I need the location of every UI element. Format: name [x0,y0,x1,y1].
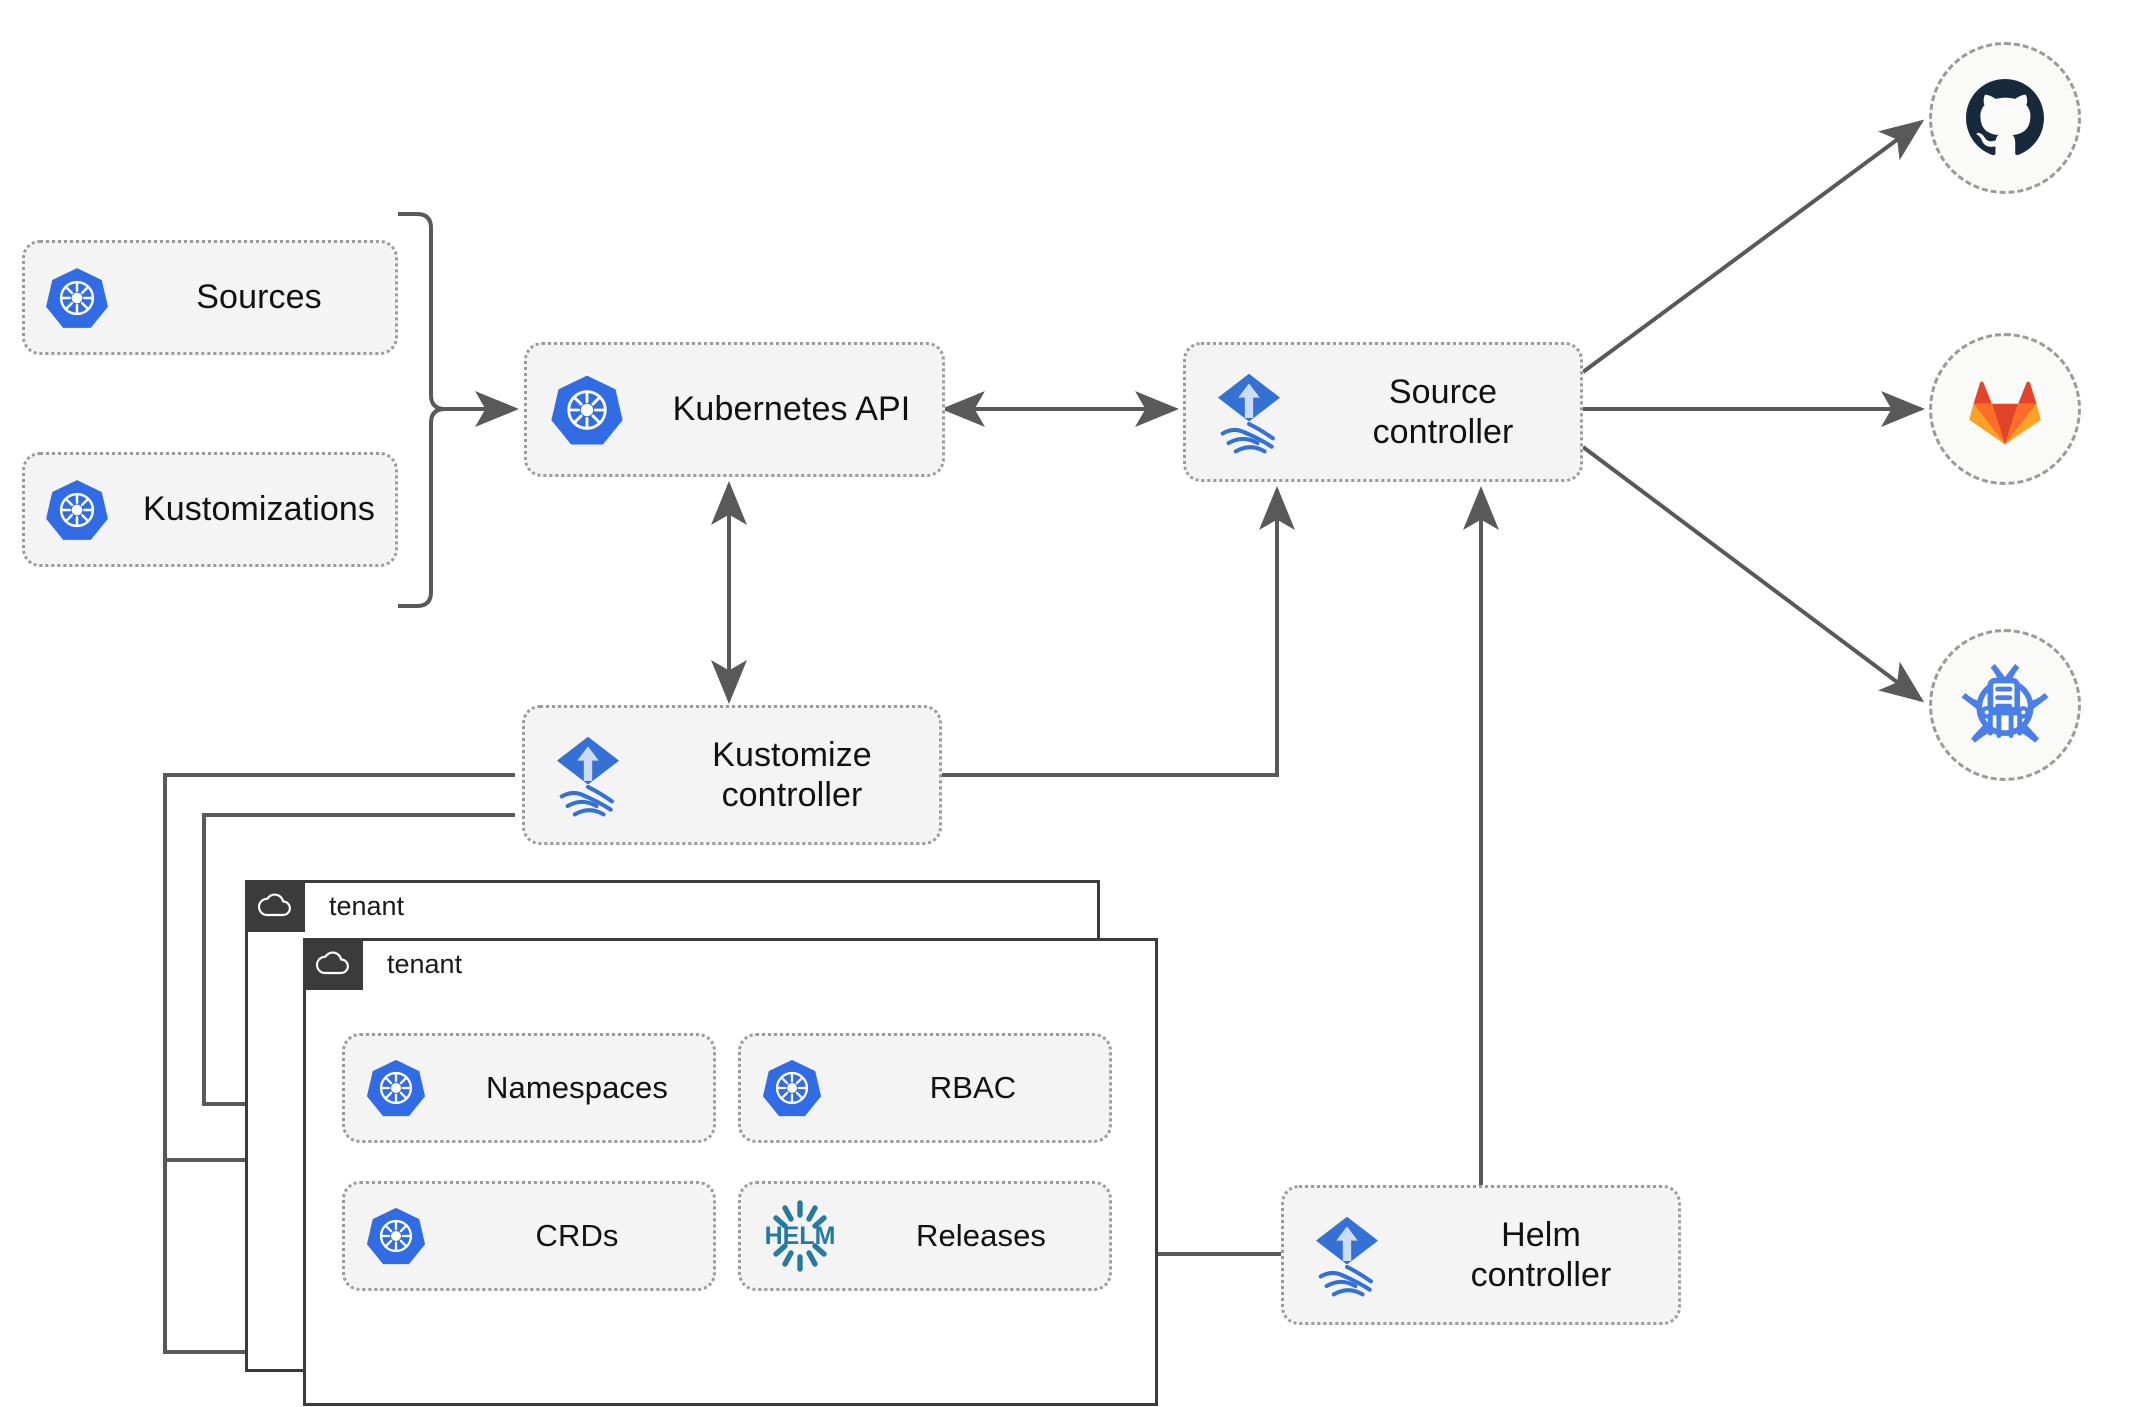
resource-label: CRDs [535,1217,619,1253]
helm-icon: HELM [741,1199,859,1273]
node-label: Helm controller [1470,1215,1612,1294]
helm-repository-icon [1961,664,2049,743]
tenant-header: tenant [303,938,462,990]
resource-label: RBAC [929,1069,1017,1105]
node-label: Kustomize controller [712,735,872,814]
kubernetes-icon [345,1205,447,1267]
node-source-controller[interactable]: Source controller [1183,342,1583,482]
tenant-frame-inner: tenant Namespaces [303,938,1158,1406]
node-kustomize-controller[interactable]: Kustomize controller [522,705,942,845]
tenant-label: tenant [329,890,405,921]
endpoint-github[interactable] [1929,42,2081,194]
tenant-label: tenant [387,948,463,979]
cloud-icon [303,938,363,990]
flux-icon [1186,369,1312,455]
github-icon [1966,79,2044,156]
node-label: Source controller [1372,372,1514,451]
endpoint-helm-repository[interactable] [1929,629,2081,781]
gitlab-icon [1969,381,2041,445]
tenant-header: tenant [245,880,404,932]
resource-releases[interactable]: HELM Releases [738,1181,1112,1291]
flux-icon [525,732,651,818]
node-kustomizations[interactable]: Kustomizations [22,452,398,567]
resource-label: Namespaces [486,1069,668,1105]
node-kubernetes-api[interactable]: Kubernetes API [524,342,945,477]
resource-namespaces[interactable]: Namespaces [342,1033,716,1143]
kubernetes-icon [345,1057,447,1119]
node-label: Sources [196,278,322,317]
helm-wordmark: HELM [765,1222,836,1250]
node-label: Kubernetes API [672,390,911,429]
kubernetes-icon [527,372,647,448]
endpoint-gitlab[interactable] [1929,333,2081,485]
resource-crds[interactable]: CRDs [342,1181,716,1291]
kubernetes-icon [25,265,129,331]
resource-rbac[interactable]: RBAC [738,1033,1112,1143]
flux-icon [1284,1212,1410,1298]
node-sources[interactable]: Sources [22,240,398,355]
cloud-icon [245,880,305,932]
resource-label: Releases [915,1217,1047,1253]
kubernetes-icon [25,477,129,543]
node-label: Kustomizations [143,490,375,529]
node-helm-controller[interactable]: Helm controller [1281,1185,1681,1325]
kubernetes-icon [741,1057,843,1119]
